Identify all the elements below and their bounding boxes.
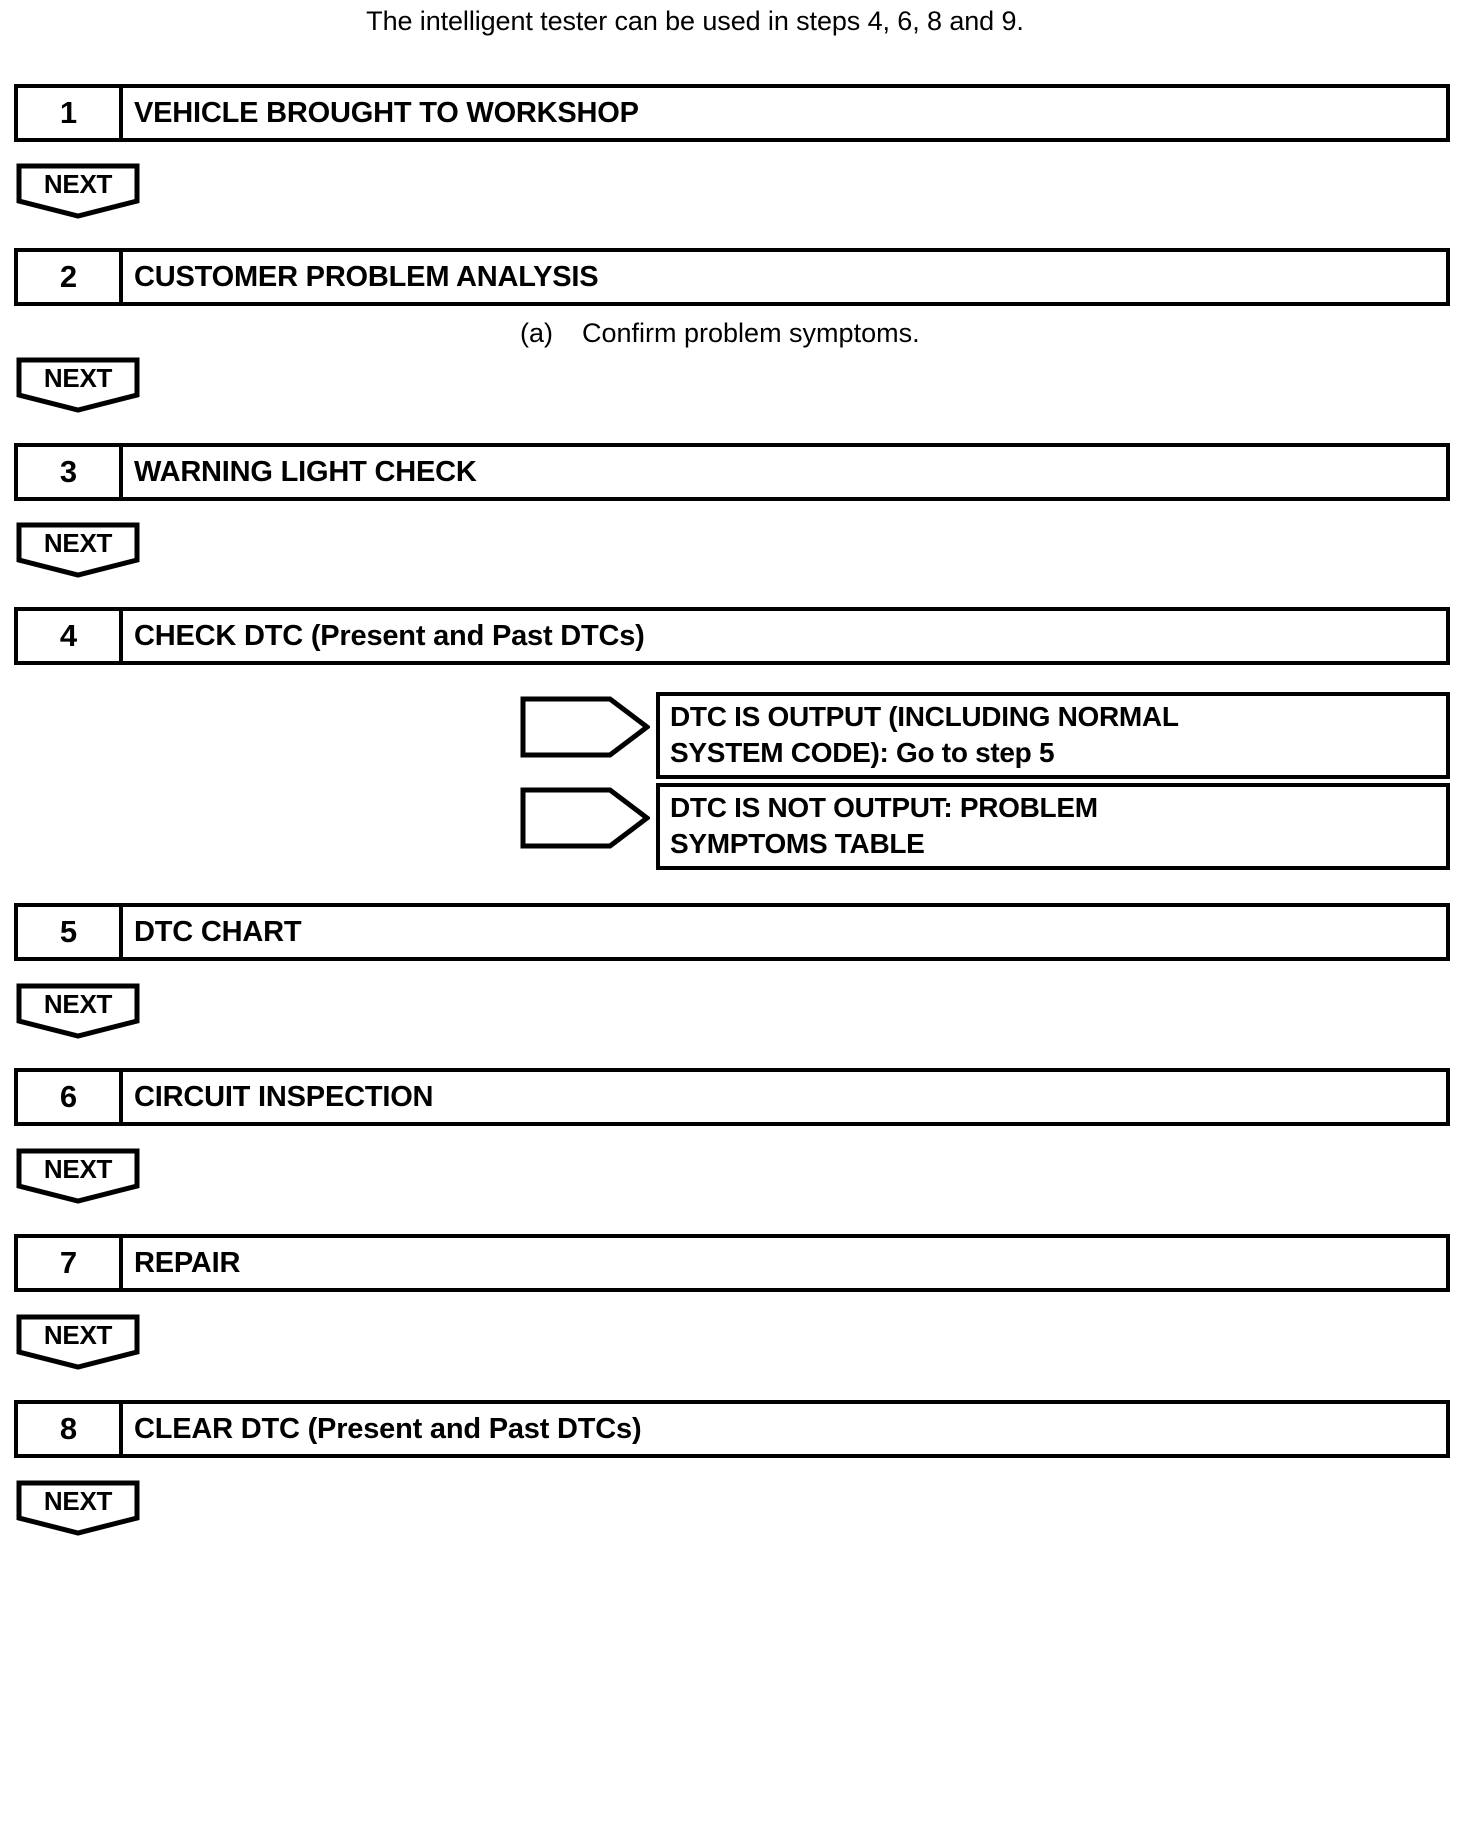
branch-arrow-1	[520, 696, 650, 758]
branch-line-1b: SYSTEM CODE): Go to step 5	[670, 737, 1055, 768]
header-note: The intelligent tester can be used in st…	[366, 6, 1024, 36]
next-arrow-icon	[16, 1480, 140, 1536]
next-arrow-7: NEXT	[16, 1480, 140, 1536]
step-number-2: 2	[18, 252, 123, 302]
next-arrow-5: NEXT	[16, 1148, 140, 1204]
step-row-2[interactable]: 2 CUSTOMER PROBLEM ANALYSIS	[14, 248, 1450, 306]
step-label-5: DTC CHART	[134, 915, 302, 948]
next-arrow-1: NEXT	[16, 163, 140, 219]
step-row-7[interactable]: 7 REPAIR	[14, 1234, 1450, 1292]
next-arrow-icon	[16, 983, 140, 1039]
next-arrow-icon	[16, 163, 140, 219]
step-number-5: 5	[18, 907, 123, 957]
step-label-4: CHECK DTC (Present and Past DTCs)	[134, 619, 645, 652]
step-number-8: 8	[18, 1404, 123, 1454]
note-marker: (a)	[520, 318, 553, 348]
step-row-3[interactable]: 3 WARNING LIGHT CHECK	[14, 443, 1450, 501]
step-row-5[interactable]: 5 DTC CHART	[14, 903, 1450, 961]
step-label-7: REPAIR	[134, 1246, 241, 1279]
step-row-8[interactable]: 8 CLEAR DTC (Present and Past DTCs)	[14, 1400, 1450, 1458]
arrow-right-icon	[520, 696, 650, 758]
branch-line-2b: SYMPTOMS TABLE	[670, 828, 925, 859]
step-label-8: CLEAR DTC (Present and Past DTCs)	[134, 1412, 642, 1445]
branch-box-2: DTC IS NOT OUTPUT: PROBLEM SYMPTOMS TABL…	[656, 783, 1450, 870]
next-arrow-6: NEXT	[16, 1314, 140, 1370]
step-row-4[interactable]: 4 CHECK DTC (Present and Past DTCs)	[14, 607, 1450, 665]
next-arrow-4: NEXT	[16, 983, 140, 1039]
next-arrow-icon	[16, 1148, 140, 1204]
next-arrow-2: NEXT	[16, 357, 140, 413]
step-number-4: 4	[18, 611, 123, 661]
step-label-3: WARNING LIGHT CHECK	[134, 455, 477, 488]
step-number-7: 7	[18, 1238, 123, 1288]
next-arrow-icon	[16, 357, 140, 413]
arrow-right-icon	[520, 787, 650, 849]
step-number-1: 1	[18, 88, 123, 138]
next-arrow-icon	[16, 522, 140, 578]
step-number-6: 6	[18, 1072, 123, 1122]
step-row-6[interactable]: 6 CIRCUIT INSPECTION	[14, 1068, 1450, 1126]
step-label-2: CUSTOMER PROBLEM ANALYSIS	[134, 260, 599, 293]
step-label-1: VEHICLE BROUGHT TO WORKSHOP	[134, 96, 639, 129]
note-confirm-symptoms: (a) Confirm problem symptoms.	[520, 318, 920, 349]
next-arrow-icon	[16, 1314, 140, 1370]
step-row-1[interactable]: 1 VEHICLE BROUGHT TO WORKSHOP	[14, 84, 1450, 142]
next-arrow-3: NEXT	[16, 522, 140, 578]
branch-box-1: DTC IS OUTPUT (INCLUDING NORMAL SYSTEM C…	[656, 692, 1450, 779]
step-label-6: CIRCUIT INSPECTION	[134, 1080, 434, 1113]
branch-arrow-2	[520, 787, 650, 849]
step-number-3: 3	[18, 447, 123, 497]
branch-line-2a: DTC IS NOT OUTPUT: PROBLEM	[670, 792, 1098, 823]
note-text: Confirm problem symptoms.	[582, 318, 920, 348]
branch-line-1a: DTC IS OUTPUT (INCLUDING NORMAL	[670, 701, 1179, 732]
